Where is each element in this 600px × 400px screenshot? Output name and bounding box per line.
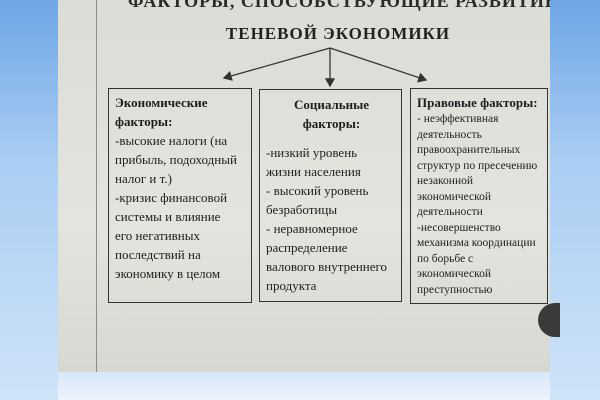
document-page: ФАКТОРЫ, СПОСОБСТВУЮЩИЕ РАЗВИТИЮ ТЕНЕВОЙ…: [58, 0, 550, 372]
box-text-line: -высокие налоги (на: [115, 133, 228, 148]
title-line-1: ФАКТОРЫ, СПОСОБСТВУЮЩИЕ РАЗВИТИЮ: [128, 0, 550, 11]
box-text-line: -низкий уровень: [266, 145, 358, 160]
margin-line: [96, 0, 97, 372]
box-heading: факторы:: [115, 114, 173, 129]
box-text-line: налог и т.): [115, 171, 172, 186]
box-text-line: экономической: [417, 268, 491, 280]
box-text-line: деятельности: [417, 206, 483, 218]
box-text-line: экономической: [417, 190, 491, 203]
box-text-line: его негативных: [115, 228, 200, 243]
box-text-line: по борьбе с: [417, 252, 474, 265]
box-text-line: структур по пресечению: [417, 159, 538, 172]
box-heading: Правовые факторы:: [417, 95, 538, 110]
box-heading: факторы:: [302, 116, 361, 131]
box-text-line: правоохранительных: [417, 144, 521, 156]
box-heading: Социальные: [293, 97, 370, 112]
box-heading: Экономические: [115, 95, 208, 110]
arrow-right: [329, 47, 428, 83]
box-social-factors: Социальные факторы: -низкий уровень жизн…: [259, 89, 402, 302]
box-economic-factors: Экономические факторы: -высокие налоги (…: [108, 88, 252, 303]
box-text-line: распределение: [266, 240, 348, 255]
slide-bottom-band: [58, 372, 550, 400]
box-text-line: -несовершенство: [417, 221, 501, 234]
branch-arrows: [222, 47, 428, 88]
box-text-line: последствий на: [115, 247, 201, 262]
box-text-line: жизни населения: [266, 164, 361, 179]
slide-nav-handle[interactable]: [538, 303, 560, 337]
box-text-line: системы и влияние: [115, 209, 221, 224]
box-text-line: - неэффективная: [417, 113, 499, 125]
box-text-line: преступностью: [417, 283, 493, 296]
box-text-line: безработицы: [266, 202, 338, 217]
box-text-line: экономику в целом: [115, 266, 221, 281]
box-text-line: механизма координации: [417, 237, 536, 249]
box-text-line: - неравномерное: [266, 221, 358, 236]
title-line-2: ТЕНЕВОЙ ЭКОНОМИКИ: [225, 24, 451, 43]
box-text-line: деятельность: [417, 128, 482, 141]
box-legal-factors: Правовые факторы: - неэффективная деятел…: [410, 88, 548, 304]
box-text-line: прибыль, подоходный: [115, 152, 237, 167]
box-text-line: продукта: [266, 278, 317, 293]
arrow-left: [222, 47, 331, 81]
box-text-line: -кризис финансовой: [115, 190, 228, 205]
box-text-line: незаконной: [417, 175, 474, 187]
box-text-line: - высокий уровень: [266, 183, 369, 198]
box-text-line: валового внутреннего: [266, 259, 388, 274]
